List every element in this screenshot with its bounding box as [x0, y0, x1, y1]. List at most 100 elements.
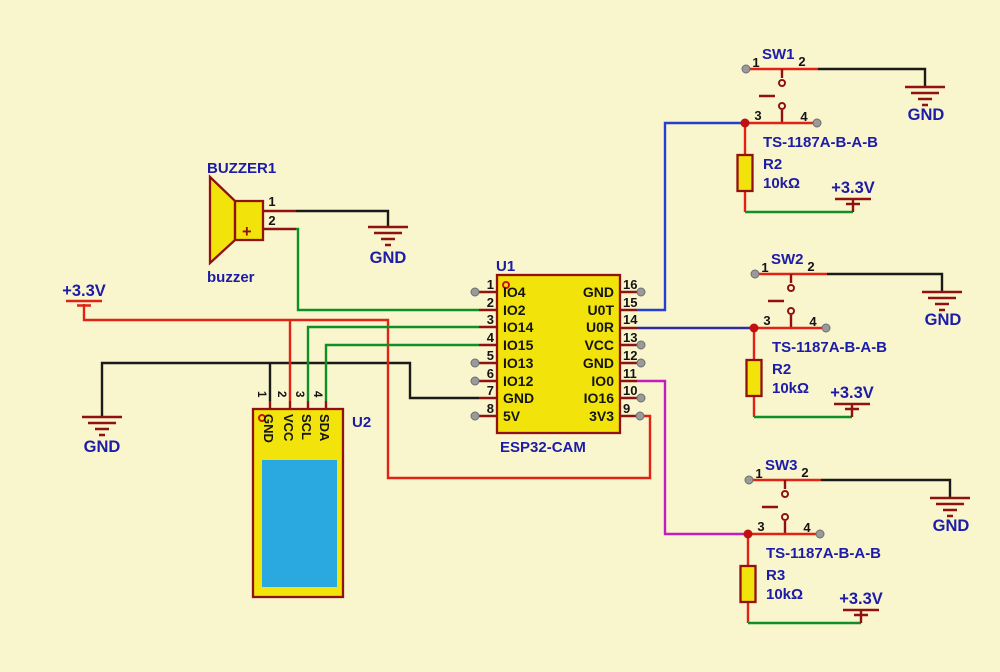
sw-ref: SW3 [765, 457, 798, 474]
switch-contact [781, 490, 789, 498]
switch-sw1: SW1 1 2 3 4 TS-1187A-B-A-B R2 10kΩ +3.3V… [736, 46, 945, 214]
sw-pin-num: 2 [807, 259, 814, 274]
sw-gnd-wire [818, 67, 927, 87]
sw-part: TS-1187A-B-A-B [766, 545, 881, 562]
switch-contact [781, 513, 789, 521]
sw-ref: SW1 [762, 46, 795, 63]
u1-pin-name: GND [583, 284, 614, 300]
resistor-value: 10kΩ [772, 380, 809, 397]
terminal-dot [635, 411, 645, 421]
u1-pin-num: 8 [487, 401, 494, 416]
switch-contact [778, 102, 786, 110]
sw-bottom-wire [743, 121, 813, 212]
u1-pin-num: 6 [487, 366, 494, 381]
gnd-label: GND [908, 106, 945, 124]
gnd-symbol [922, 290, 962, 312]
u2-pin-name: SDA [317, 414, 332, 442]
wire-buzzer-io2 [296, 227, 479, 312]
u1-pin-name: 5V [503, 408, 521, 424]
u1-esp32cam: U1 ESP32-CAM 1 2 3 4 5 6 7 8 IO4 IO2 IO1… [470, 258, 646, 456]
u2-pin-name: SCL [299, 414, 314, 440]
u1-pin-name: IO4 [503, 284, 526, 300]
sw-pin-num: 4 [809, 314, 817, 329]
sw-pin-num: 1 [755, 466, 762, 481]
junction-dot [740, 118, 750, 128]
u1-pin-name: U0R [586, 319, 614, 335]
terminal-dot [470, 411, 480, 421]
switch-sw3: SW3 1 2 3 4 TS-1187A-B-A-B R3 10kΩ +3.3V… [739, 457, 970, 625]
u2-pin-num: 3 [293, 391, 305, 397]
u1-pin-num: 4 [487, 330, 495, 345]
sw-part: TS-1187A-B-A-B [763, 134, 878, 151]
sw-gnd-wire [821, 478, 952, 498]
v33-label: +3.3V [62, 282, 106, 300]
resistor-ref: R3 [766, 567, 785, 584]
buzzer-pin2-num: 2 [268, 213, 275, 228]
resistor-body [736, 153, 754, 193]
u1-right-stubs [620, 290, 637, 418]
u1-pin-name: IO12 [503, 373, 534, 389]
terminal-dot [750, 269, 760, 279]
switch-contact [787, 284, 795, 292]
sw-pin-num: 3 [754, 108, 761, 123]
buzzer1: BUZZER1 + 1 2 buzzer GND [207, 160, 408, 286]
wire-u0t-sw1 [637, 121, 741, 312]
buzzer-ref: BUZZER1 [207, 160, 276, 177]
u1-pin-num: 5 [487, 348, 494, 363]
wire-scl-io14 [306, 325, 479, 401]
u1-pin-num: 2 [487, 295, 494, 310]
resistor-value: 10kΩ [763, 175, 800, 192]
gnd-label: GND [925, 311, 962, 329]
sw-gnd-wire [827, 272, 944, 292]
switch-glyph [762, 480, 787, 534]
terminal-dot [470, 287, 480, 297]
switch-contact [787, 307, 795, 315]
u1-pin-num: 14 [623, 312, 638, 327]
wire-gnd-left [100, 361, 479, 416]
resistor-body [739, 564, 757, 604]
wire-io0-sw3 [637, 379, 744, 536]
u2-pin-name: GND [261, 414, 276, 443]
u1-pin-num: 15 [623, 295, 637, 310]
gnd-label: GND [933, 517, 970, 535]
power-v33-left: +3.3V [62, 282, 106, 307]
u1-pin-name: VCC [584, 337, 614, 353]
gnd-symbol [82, 415, 122, 437]
terminal-dot [741, 64, 751, 74]
v33-symbol [835, 197, 871, 212]
u1-body [495, 273, 622, 435]
u1-pin1-indicator [502, 281, 510, 289]
u1-pin-name: GND [503, 390, 534, 406]
terminal-dot [815, 529, 825, 539]
resistor-body [745, 358, 763, 398]
buzzer-value: buzzer [207, 269, 255, 286]
sw-ref: SW2 [771, 251, 804, 268]
v33-label: +3.3V [830, 384, 874, 402]
gnd-symbol [368, 225, 408, 247]
wires [82, 121, 750, 536]
sw-pin-num: 2 [798, 54, 805, 69]
u1-pin-num: 1 [487, 277, 494, 292]
u2-ref: U2 [352, 414, 371, 431]
buzzer-pin1-num: 1 [268, 194, 275, 209]
u1-pin-num: 13 [623, 330, 637, 345]
u2-pin-name: VCC [281, 414, 296, 442]
u1-pin-name: IO14 [503, 319, 534, 335]
resistor-ref: R2 [763, 156, 782, 173]
sw-pin-num: 4 [800, 109, 808, 124]
u1-pin-num: 11 [623, 366, 637, 381]
terminal-dot [636, 287, 646, 297]
u1-left-stubs [479, 290, 497, 418]
resistor-ref: R2 [772, 361, 791, 378]
u2-screen [262, 460, 337, 587]
sw-pin-num: 1 [761, 260, 768, 275]
sw-pin-num: 4 [803, 520, 811, 535]
terminal-dot [636, 393, 646, 403]
v33-symbol [843, 608, 879, 623]
u1-pin-name: IO2 [503, 302, 526, 318]
sw-pin-num: 3 [757, 519, 764, 534]
u1-pin-name: IO16 [584, 390, 615, 406]
u2-pin-num: 2 [275, 391, 287, 397]
